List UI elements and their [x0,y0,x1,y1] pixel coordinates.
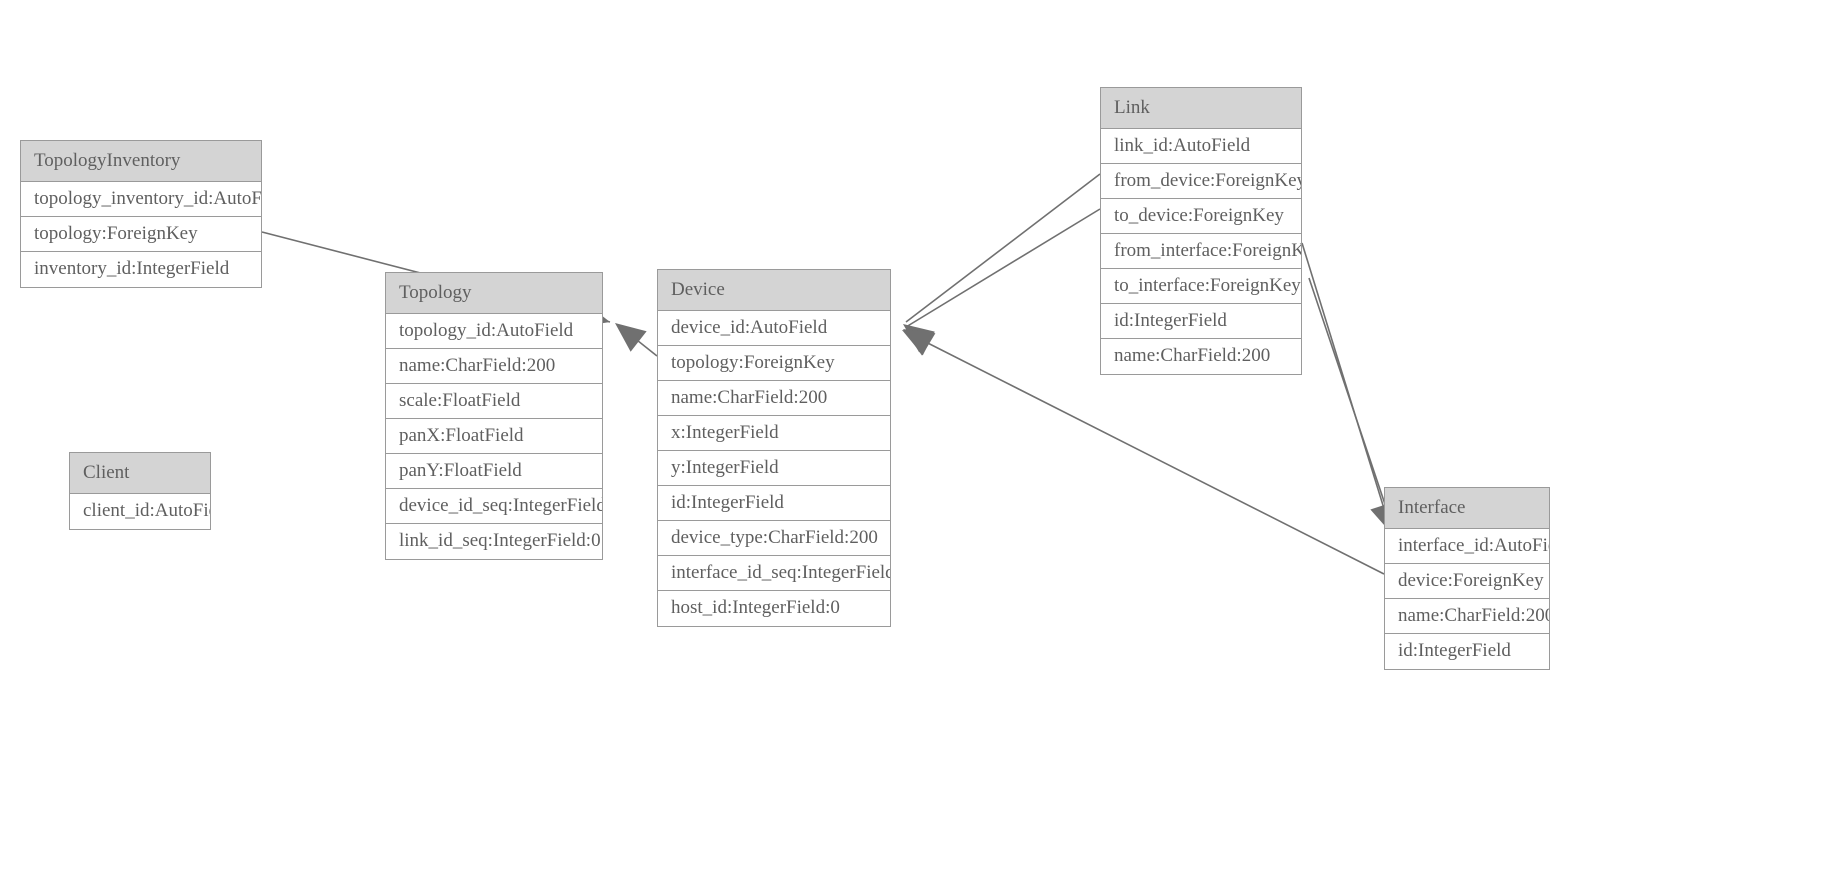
entity-field-row: name:CharField:200 [658,381,890,416]
entity-field-row: name:CharField:200 [1385,599,1549,634]
entity-field-row: device:ForeignKey [1385,564,1549,599]
entity-field-row: id:IntegerField [1101,304,1301,339]
entity-title-interface: Interface [1385,488,1549,529]
entity-field-row: interface_id_seq:IntegerField:0 [658,556,890,591]
entity-field-row: interface_id:AutoField [1385,529,1549,564]
entity-field-row: link_id_seq:IntegerField:0 [386,524,602,559]
relationship-line [905,208,1101,328]
arrowhead-icon [903,324,935,353]
entity-field-row: to_interface:ForeignKey [1101,269,1301,304]
entity-field-row: y:IntegerField [658,451,890,486]
entity-field-row: scale:FloatField [386,384,602,419]
rel-link-fromdevice-device [903,173,1101,353]
entity-field-row: client_id:AutoField [70,494,210,529]
entity-field-row: name:CharField:200 [1101,339,1301,374]
entity-field-row: id:IntegerField [658,486,890,521]
entity-field-row: device_type:CharField:200 [658,521,890,556]
entity-field-row: device_id_seq:IntegerField:0 [386,489,602,524]
rel-link-todevice-device [903,208,1101,356]
entity-field-row: link_id:AutoField [1101,129,1301,164]
entity-title-link: Link [1101,88,1301,129]
relationship-line [905,173,1101,323]
relationship-line [1308,277,1395,532]
entity-interface[interactable]: Interfaceinterface_id:AutoFielddevice:Fo… [1384,487,1550,670]
entity-title-topology: Topology [386,273,602,314]
arrowhead-icon [903,329,936,356]
entity-field-row: to_device:ForeignKey [1101,199,1301,234]
rel-device-topology [615,323,658,357]
entity-field-row: name:CharField:200 [386,349,602,384]
entity-field-row: x:IntegerField [658,416,890,451]
entity-field-row: device_id:AutoField [658,311,890,346]
entity-field-row: host_id:IntegerField:0 [658,591,890,626]
entity-field-row: from_interface:ForeignKey [1101,234,1301,269]
relationship-line [617,324,658,357]
entity-field-row: id:IntegerField [1385,634,1549,669]
entity-title-client: Client [70,453,210,494]
entity-field-row: panY:FloatField [386,454,602,489]
entity-title-topology_inventory: TopologyInventory [21,141,261,182]
entity-field-row: panX:FloatField [386,419,602,454]
entity-field-row: topology:ForeignKey [658,346,890,381]
entity-field-row: topology_id:AutoField [386,314,602,349]
entity-field-row: from_device:ForeignKey [1101,164,1301,199]
entity-field-row: inventory_id:IntegerField [21,252,261,287]
entity-field-row: topology_inventory_id:AutoField [21,182,261,217]
arrowhead-icon [902,330,935,356]
arrowhead-icon [615,323,647,352]
relationship-line [1301,242,1391,529]
entity-field-row: topology:ForeignKey [21,217,261,252]
entity-title-device: Device [658,270,890,311]
